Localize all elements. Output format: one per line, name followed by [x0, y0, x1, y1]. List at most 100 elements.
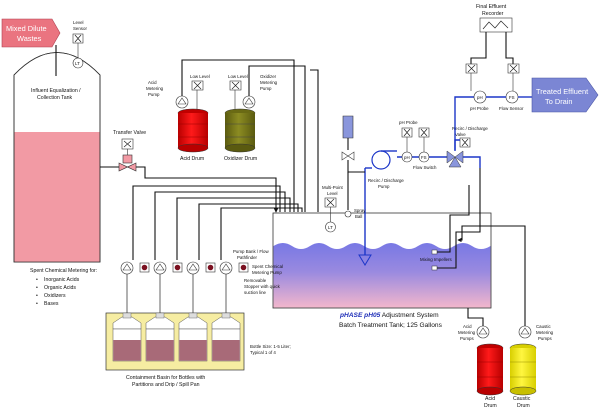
- bullet-3: •: [36, 293, 38, 299]
- level-element-symbol: LT: [328, 225, 333, 230]
- pump-unit-3: [186, 261, 216, 275]
- treated-effluent-arrow: Treated Effluent To Drain: [531, 77, 599, 113]
- acid-drum-bottom-label-2: Drum: [484, 403, 497, 409]
- oxidizer-drum-label: Oxidizer Drum: [224, 156, 257, 162]
- level-sensor-label-line1: Level: [73, 20, 84, 25]
- acid-metering-pump-label-1: Acid: [148, 80, 157, 85]
- bullet-2: •: [36, 285, 38, 291]
- spent-chem-item-4: Bases: [44, 301, 59, 307]
- level-sensor-label-line2: Sensor: [73, 26, 87, 31]
- flow-switch-label: Flow Switch: [413, 165, 437, 170]
- valve-1-icon: [141, 264, 148, 271]
- acid-metering-pump-label-3: Pump: [148, 92, 160, 97]
- batch-tank-label: Batch Treatment Tank; 125 Gallons: [339, 322, 443, 329]
- spent-chem-heading: Spent Chemical Metering for:: [30, 268, 97, 274]
- level-sensor: Level Sensor LT: [72, 20, 87, 69]
- mixed-dilute-wastes-line2: Wastes: [17, 34, 42, 43]
- caustic-metering-pumps-label-2: Metering: [536, 330, 554, 335]
- acid-metering-pumps-label-2: Metering: [458, 330, 476, 335]
- treated-effluent-line2: To Drain: [545, 97, 573, 106]
- bottle-2: [145, 312, 175, 362]
- pump-unit-4: [219, 261, 249, 275]
- caustic-drum-label-2: Drum: [517, 403, 530, 409]
- containment-label-2: Partitions and Drip / Spill Pan: [132, 382, 200, 388]
- valve-3-icon: [207, 264, 214, 271]
- recirc-pump-label-1: Recirc / Discharge: [368, 178, 404, 183]
- control-wiring: [132, 69, 319, 260]
- removable-stopper-label-1: Removable: [244, 278, 267, 283]
- spent-chemical-pump-row: Pump Bank / Flow Pathfinder Spent Chemic: [120, 249, 283, 318]
- removable-stopper-label-2: Stopper with quick: [244, 284, 281, 289]
- batch-treatment-tank: pHASE pH05 Adjustment System Batch Treat…: [272, 168, 492, 329]
- influent-tank-label-line2: Collection Tank: [37, 95, 72, 101]
- mixed-dilute-wastes-line1: Mixed Dilute: [6, 24, 47, 33]
- low-level-label-2: Low Level: [228, 74, 248, 79]
- multi-point-level-label-2: Level: [327, 191, 338, 196]
- system-title-brand: pHASE pH05: [339, 312, 381, 319]
- recirc-valve-label-2: Valve: [455, 132, 466, 137]
- multi-point-level-label-1: Multi-Point: [322, 185, 344, 190]
- influent-equalization-tank: Influent Equalization / Collection Tank: [13, 45, 101, 263]
- recirc-pump-label-2: Pump: [378, 184, 390, 189]
- system-title-rest: Adjustment System: [380, 312, 439, 319]
- level-transmitter-symbol: LT: [75, 61, 80, 66]
- mixed-dilute-wastes-arrow: Mixed Dilute Wastes: [1, 18, 61, 48]
- spray-ball-icon: [344, 210, 352, 218]
- acid-drum-bottom: Acid Metering Pumps Acid Drum: [458, 308, 504, 409]
- recirc-valve-label-1: Recirc / Discharge: [452, 126, 488, 131]
- spent-chem-item-3: Oxidizers: [44, 293, 66, 299]
- oxidizer-metering-pump-label-2: Metering: [260, 80, 278, 85]
- bullet-4: •: [36, 301, 38, 307]
- transfer-valve: Transfer Valve: [100, 130, 279, 213]
- caustic-metering-pumps-label-3: Pumps: [538, 336, 552, 341]
- caustic-drum: Caustic Metering Pumps Caustic Drum: [457, 225, 554, 409]
- treated-effluent-line1: Treated Effluent: [536, 87, 588, 96]
- influent-tank-label-line1: Influent Equalization /: [31, 88, 81, 94]
- ph-probe-right-label: pH Probe: [470, 106, 489, 111]
- ph-sensor-right-symbol: pH: [477, 95, 483, 100]
- spray-ball-label-1: Spray: [354, 208, 366, 213]
- recorder-label-2: Recorder: [482, 11, 504, 17]
- pump-unit-1: [120, 261, 150, 275]
- flow-sensor-label: Flow Sensor: [499, 106, 524, 111]
- valve-4-icon: [240, 264, 247, 271]
- bullet-1: •: [36, 277, 38, 283]
- recorder-label-1: Final Effluent: [476, 4, 507, 10]
- level-transmitter-icon: [72, 57, 84, 69]
- spent-chem-pump-label-1: Spent Chemical: [252, 264, 283, 269]
- spray-ball-label-2: Ball: [355, 214, 362, 219]
- valve-2-icon: [174, 264, 181, 271]
- acid-metering-pumps-label-1: Acid: [463, 324, 472, 329]
- oxidizer-metering-pump-label-3: Pump: [260, 86, 272, 91]
- caustic-drum-label-1: Caustic: [513, 396, 531, 402]
- recirc-discharge-pump: Recirc / Discharge Pump pH Probe pH FS F…: [365, 120, 451, 189]
- containment-label-1: Containment Basin for Bottles with: [126, 375, 205, 381]
- transfer-valve-label: Transfer Valve: [113, 130, 146, 136]
- acid-metering-pump-label-2: Metering: [146, 86, 164, 91]
- spray-valve-icon: [341, 151, 355, 161]
- spent-chem-pump-label-2: Metering Pump: [252, 270, 282, 275]
- recirc-discharge-valve: Recirc / Discharge Valve: [446, 96, 488, 168]
- bottle-1: [112, 312, 142, 362]
- pump-unit-2: [153, 261, 183, 275]
- oxidizer-metering-pump-label-1: Oxidizer: [260, 74, 277, 79]
- spray-ball: Spray Ball: [341, 115, 366, 219]
- low-level-label-1: Low Level: [190, 74, 210, 79]
- recorder-icon: [479, 17, 513, 33]
- mixing-impellers-label: Mixing Impellers: [420, 257, 453, 262]
- pump-bank-caption-1: Pump Bank / Flow: [233, 249, 269, 254]
- flow-sensor-symbol: FS: [509, 95, 515, 100]
- bottle-4: [211, 312, 241, 362]
- system-title: pHASE pH05 Adjustment System: [339, 312, 439, 319]
- level-element-icon: [325, 221, 336, 233]
- flow-switch-symbol: FS: [421, 155, 427, 160]
- recirc-pump-icon: [371, 150, 391, 170]
- ph-probe-mid-label: pH Probe: [399, 120, 418, 125]
- spent-chem-item-2: Organic Acids: [44, 285, 76, 291]
- acid-drum-top: Acid Metering Pump Low Level Acid Drum: [146, 59, 295, 212]
- acid-drum-bottom-label-1: Acid: [485, 396, 495, 402]
- pump-bank-caption-2: Pathfinder: [237, 255, 258, 260]
- spent-chemical-list: Spent Chemical Metering for: • Inorganic…: [30, 268, 97, 307]
- acid-metering-pumps-label-3: Pumps: [460, 336, 474, 341]
